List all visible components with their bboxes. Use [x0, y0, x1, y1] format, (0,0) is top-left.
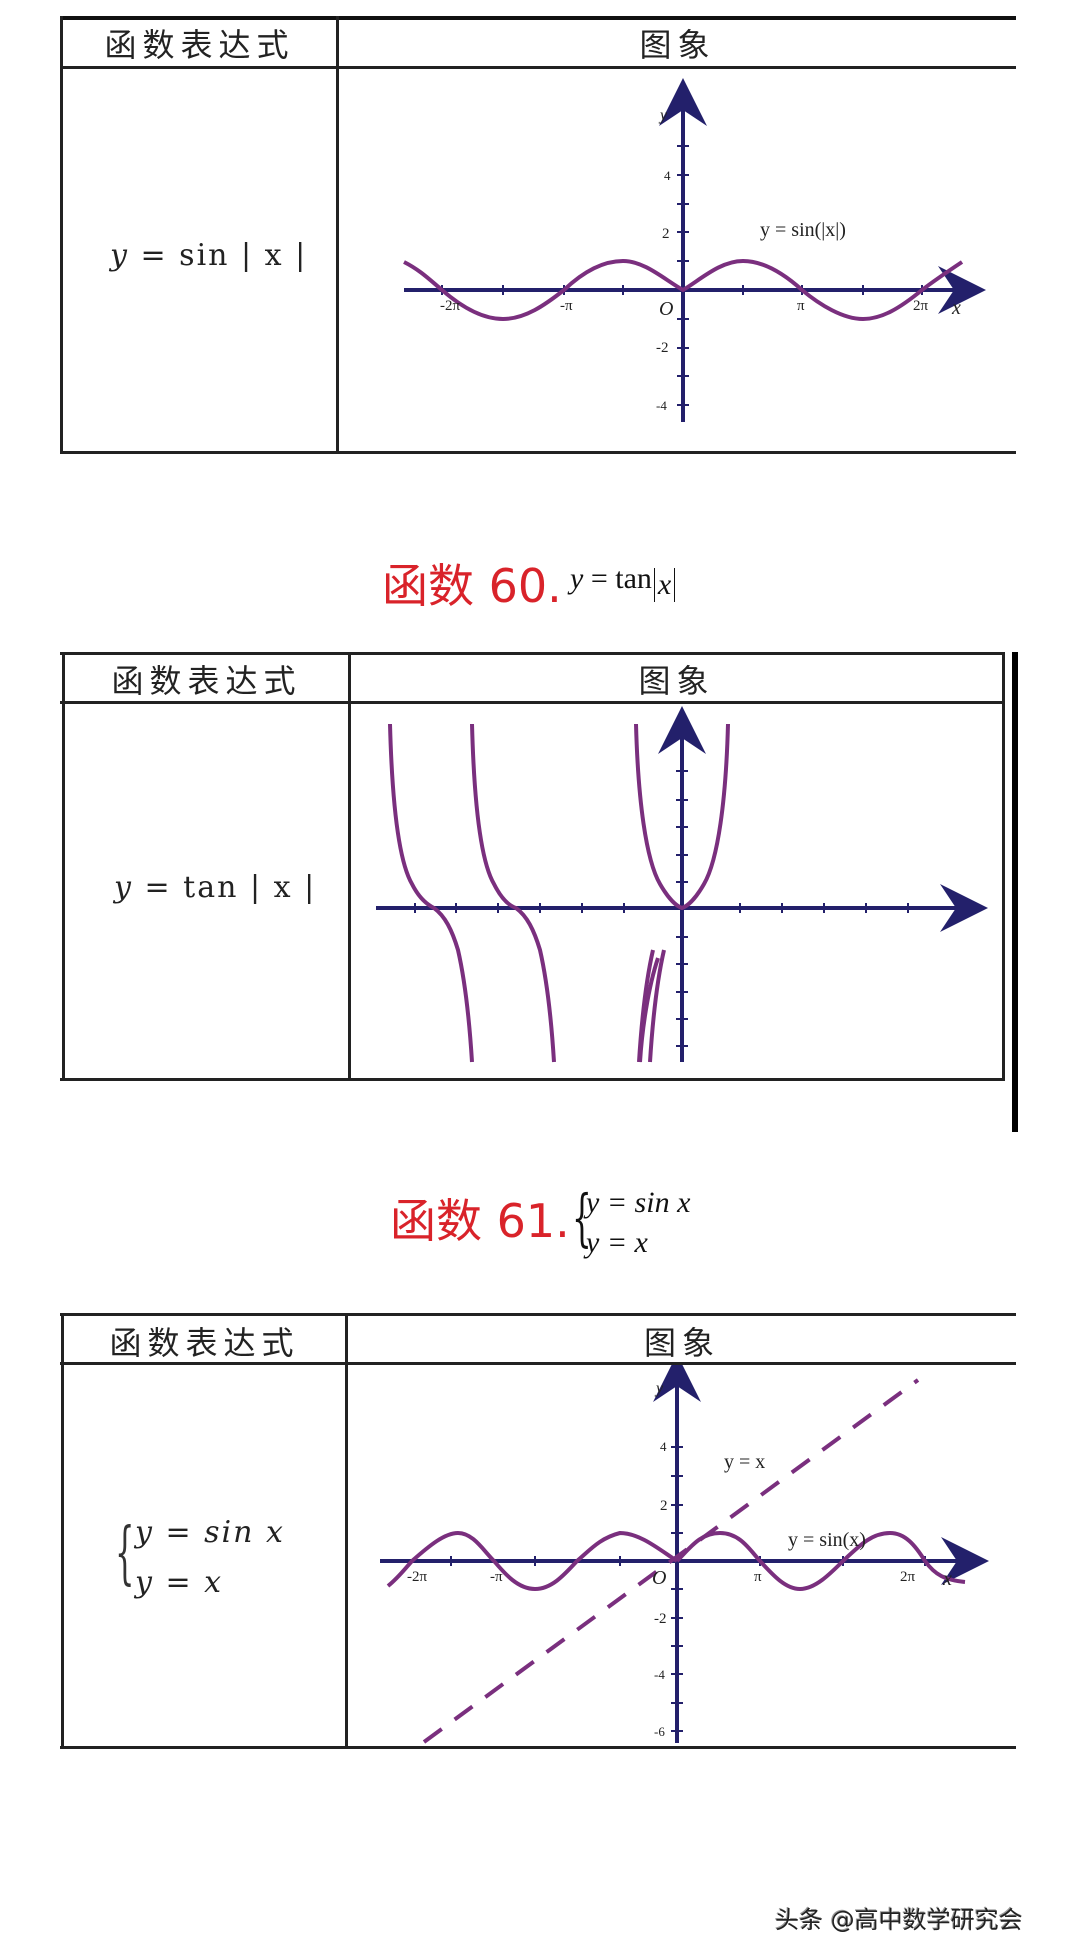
table-header-divider: [60, 701, 1005, 704]
svg-text:π: π: [797, 298, 805, 314]
svg-text:O: O: [652, 1567, 666, 1589]
svg-text:-4: -4: [656, 398, 667, 413]
graph-sin-and-identity: -2π -π π 2π x y O 4 2 -2 -4 -6 y = x y =…: [380, 1365, 989, 1744]
line-identity: [422, 1378, 920, 1744]
brace-icon: {: [115, 1514, 136, 1593]
header-graph: 图象: [639, 26, 716, 64]
table-left-border: [61, 1313, 64, 1749]
graph-tan-abs: [376, 706, 988, 1063]
svg-text:2π: 2π: [913, 298, 929, 314]
svg-text:4: 4: [660, 1439, 667, 1454]
table-header-divider: [60, 1362, 1016, 1365]
expression-cell: y = tan | x |: [114, 870, 317, 905]
svg-text:π: π: [754, 1569, 762, 1585]
svg-text:-2: -2: [656, 340, 669, 356]
table-header-divider: [60, 66, 1016, 69]
graph-label: y = sin(|x|): [760, 219, 846, 241]
svg-text:-π: -π: [490, 1569, 503, 1585]
svg-text:-4: -4: [654, 1667, 665, 1682]
svg-text:x: x: [951, 297, 961, 319]
svg-text:-2π: -2π: [440, 298, 460, 314]
section-title-60: 函数 60.: [382, 559, 562, 613]
header-expression: 函数表达式: [111, 662, 302, 700]
formula-line-2: y = x: [586, 1226, 648, 1259]
expression-cell: y = sin | x |: [110, 238, 308, 273]
graph-sin-abs: -2π -π π 2π x y O 4 2 -2 -4 y = sin(|x|): [403, 78, 986, 422]
table-bottom-border: [60, 1746, 1016, 1749]
svg-text:y: y: [654, 1380, 664, 1397]
svg-text:2: 2: [660, 1498, 668, 1514]
table-column-divider: [348, 652, 351, 1081]
svg-text:y: y: [658, 107, 668, 124]
svg-text:-6: -6: [654, 1724, 665, 1739]
curve-tan-abs-right: [638, 957, 660, 1063]
svg-text:-2: -2: [654, 1611, 667, 1627]
graph-label-identity: y = x: [724, 1451, 765, 1473]
header-expression: 函数表达式: [109, 1324, 300, 1362]
table-bottom-border: [60, 451, 1016, 454]
table-left-border: [60, 16, 63, 454]
svg-text:4: 4: [664, 168, 671, 183]
table-top-border: [60, 652, 1005, 655]
table-column-divider: [336, 16, 339, 454]
header-graph: 图象: [638, 662, 715, 700]
section-title-61: 函数 61.: [390, 1194, 570, 1248]
curve-tan-abs: [388, 723, 730, 1063]
formula-line-1: y = sin x: [586, 1186, 691, 1219]
svg-text:2π: 2π: [900, 1569, 916, 1585]
page-edge-bar: [1012, 652, 1018, 1132]
curve-sin-abs: [403, 258, 964, 322]
table-top-border: [60, 16, 1016, 20]
table-top-border: [60, 1313, 1016, 1316]
curve-sin: [386, 1530, 679, 1592]
watermark: 头条 @高中数学研究会: [775, 1906, 1023, 1934]
graph-label-sin: y = sin(x): [788, 1529, 866, 1551]
svg-text:x: x: [942, 1568, 952, 1590]
expression-line-1: y = sin x: [135, 1515, 285, 1550]
header-expression: 函数表达式: [104, 26, 295, 64]
function-table-sin-abs: 函数表达式 图象 y = sin | x | -2π -π π 2π x: [0, 0, 1080, 470]
svg-text:-2π: -2π: [407, 1569, 427, 1585]
header-graph: 图象: [643, 1324, 720, 1362]
svg-text:O: O: [659, 298, 673, 320]
svg-text:2: 2: [662, 226, 670, 242]
table-left-border: [62, 652, 65, 1081]
table-column-divider: [345, 1313, 348, 1749]
table-right-border: [1002, 652, 1005, 1081]
expression-line-2: y = x: [135, 1565, 224, 1600]
table-bottom-border: [60, 1078, 1005, 1081]
svg-text:-π: -π: [560, 298, 573, 314]
